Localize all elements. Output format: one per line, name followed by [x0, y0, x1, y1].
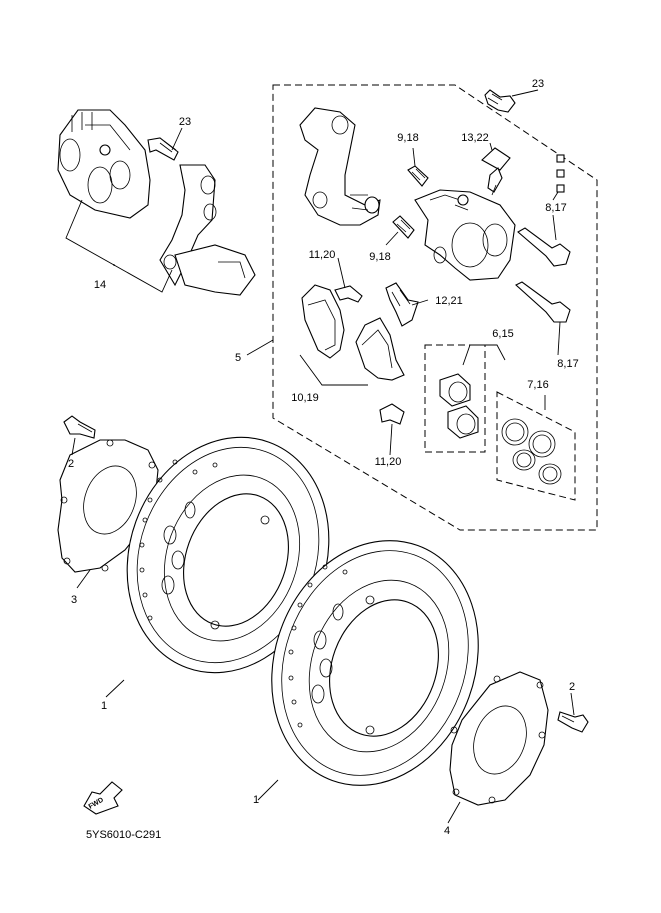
caliper-assembly-group-box — [272, 84, 598, 531]
callout-10-19: 10,19 — [291, 392, 319, 404]
right-caliper-parts — [246, 89, 576, 501]
callout-23-right: 23 — [532, 78, 544, 90]
callout-7-16: 7,16 — [527, 379, 548, 391]
callout-5: 5 — [235, 352, 241, 364]
callout-9-18-bottom: 9,18 — [369, 251, 390, 263]
callout-1-right: 1 — [253, 794, 259, 806]
callout-2-right: 2 — [569, 681, 575, 693]
callout-3: 3 — [71, 594, 77, 606]
diagram-code: 5YS6010-C291 — [86, 829, 161, 841]
callout-1-left: 1 — [101, 700, 107, 712]
callout-9-18-top: 9,18 — [397, 132, 418, 144]
callout-6-15: 6,15 — [492, 328, 513, 340]
callout-14: 14 — [94, 279, 106, 291]
callout-8-17-top: 8,17 — [545, 202, 566, 214]
brake-disc-left — [105, 436, 330, 698]
callout-12-21: 12,21 — [435, 295, 463, 307]
callout-8-17-bottom: 8,17 — [557, 358, 578, 370]
callout-11-20-bottom: 11,20 — [375, 456, 402, 468]
callout-2-left: 2 — [68, 458, 74, 470]
brake-disc-right — [257, 540, 479, 801]
callout-labels: 23 23 14 5 9,18 13,22 8,17 9,18 11,20 12… — [68, 78, 579, 837]
callout-4: 4 — [444, 825, 450, 837]
callout-13-22: 13,22 — [461, 132, 489, 144]
left-caliper-assembly — [57, 109, 256, 296]
backing-plate-right — [447, 671, 589, 824]
callout-11-20-top: 11,20 — [309, 249, 336, 261]
callout-23-left: 23 — [179, 116, 191, 128]
fwd-arrow-badge: FWD — [83, 781, 123, 815]
